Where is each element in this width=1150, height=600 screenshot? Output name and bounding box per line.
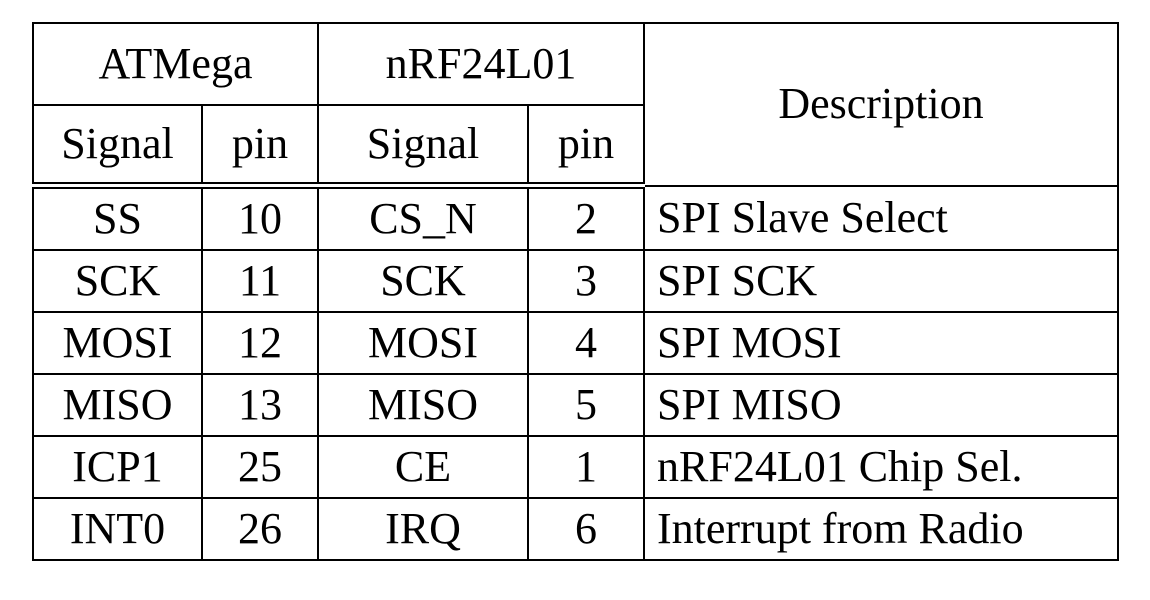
atmega-signal-cell: ICP1 bbox=[32, 435, 203, 499]
atmega-signal-cell: SS bbox=[32, 184, 203, 251]
atmega-signal-header: Signal bbox=[32, 104, 203, 189]
nrf-pin-cell: 6 bbox=[527, 497, 645, 561]
description-cell: SPI SCK bbox=[643, 249, 1119, 313]
description-cell: SPI MOSI bbox=[643, 311, 1119, 375]
atmega-group-header: ATMega bbox=[32, 22, 319, 106]
nrf-pin-cell: 1 bbox=[527, 435, 645, 499]
nrf-signal-cell: CE bbox=[317, 435, 529, 499]
nrf-signal-cell: MOSI bbox=[317, 311, 529, 375]
atmega-signal-cell: MOSI bbox=[32, 311, 203, 375]
nrf-pin-header: pin bbox=[527, 104, 645, 189]
nrf-signal-cell: IRQ bbox=[317, 497, 529, 561]
description-cell: SPI Slave Select bbox=[643, 184, 1119, 251]
nrf-signal-cell: SCK bbox=[317, 249, 529, 313]
nrf-pin-cell: 3 bbox=[527, 249, 645, 313]
atmega-signal-cell: MISO bbox=[32, 373, 203, 437]
nrf-group-header: nRF24L01 bbox=[317, 22, 645, 106]
description-cell: Interrupt from Radio bbox=[643, 497, 1119, 561]
atmega-signal-cell: SCK bbox=[32, 249, 203, 313]
description-cell: SPI MISO bbox=[643, 373, 1119, 437]
description-cell: nRF24L01 Chip Sel. bbox=[643, 435, 1119, 499]
atmega-pin-cell: 10 bbox=[201, 184, 319, 251]
sub-header-row: Signal pin Signal pin bbox=[32, 104, 1118, 189]
atmega-pin-cell: 11 bbox=[201, 249, 319, 313]
group-header-row: ATMega nRF24L01 Description bbox=[32, 22, 1119, 187]
atmega-pin-cell: 13 bbox=[201, 373, 319, 437]
atmega-pin-cell: 26 bbox=[201, 497, 319, 561]
nrf-signal-cell: CS_N bbox=[317, 184, 529, 251]
nrf-signal-header: Signal bbox=[317, 104, 529, 189]
atmega-pin-cell: 12 bbox=[201, 311, 319, 375]
table-header: ATMega nRF24L01 Description Signal pin S… bbox=[32, 22, 1119, 189]
atmega-pin-cell: 25 bbox=[201, 435, 319, 499]
pin-mapping-table: ATMega nRF24L01 Description Signal pin S… bbox=[32, 22, 1119, 561]
description-header: Description bbox=[643, 22, 1119, 187]
atmega-pin-header: pin bbox=[201, 104, 319, 189]
nrf-pin-cell: 4 bbox=[527, 311, 645, 375]
nrf-pin-cell: 2 bbox=[527, 184, 645, 251]
nrf-pin-cell: 5 bbox=[527, 373, 645, 437]
nrf-signal-cell: MISO bbox=[317, 373, 529, 437]
atmega-signal-cell: INT0 bbox=[32, 497, 203, 561]
